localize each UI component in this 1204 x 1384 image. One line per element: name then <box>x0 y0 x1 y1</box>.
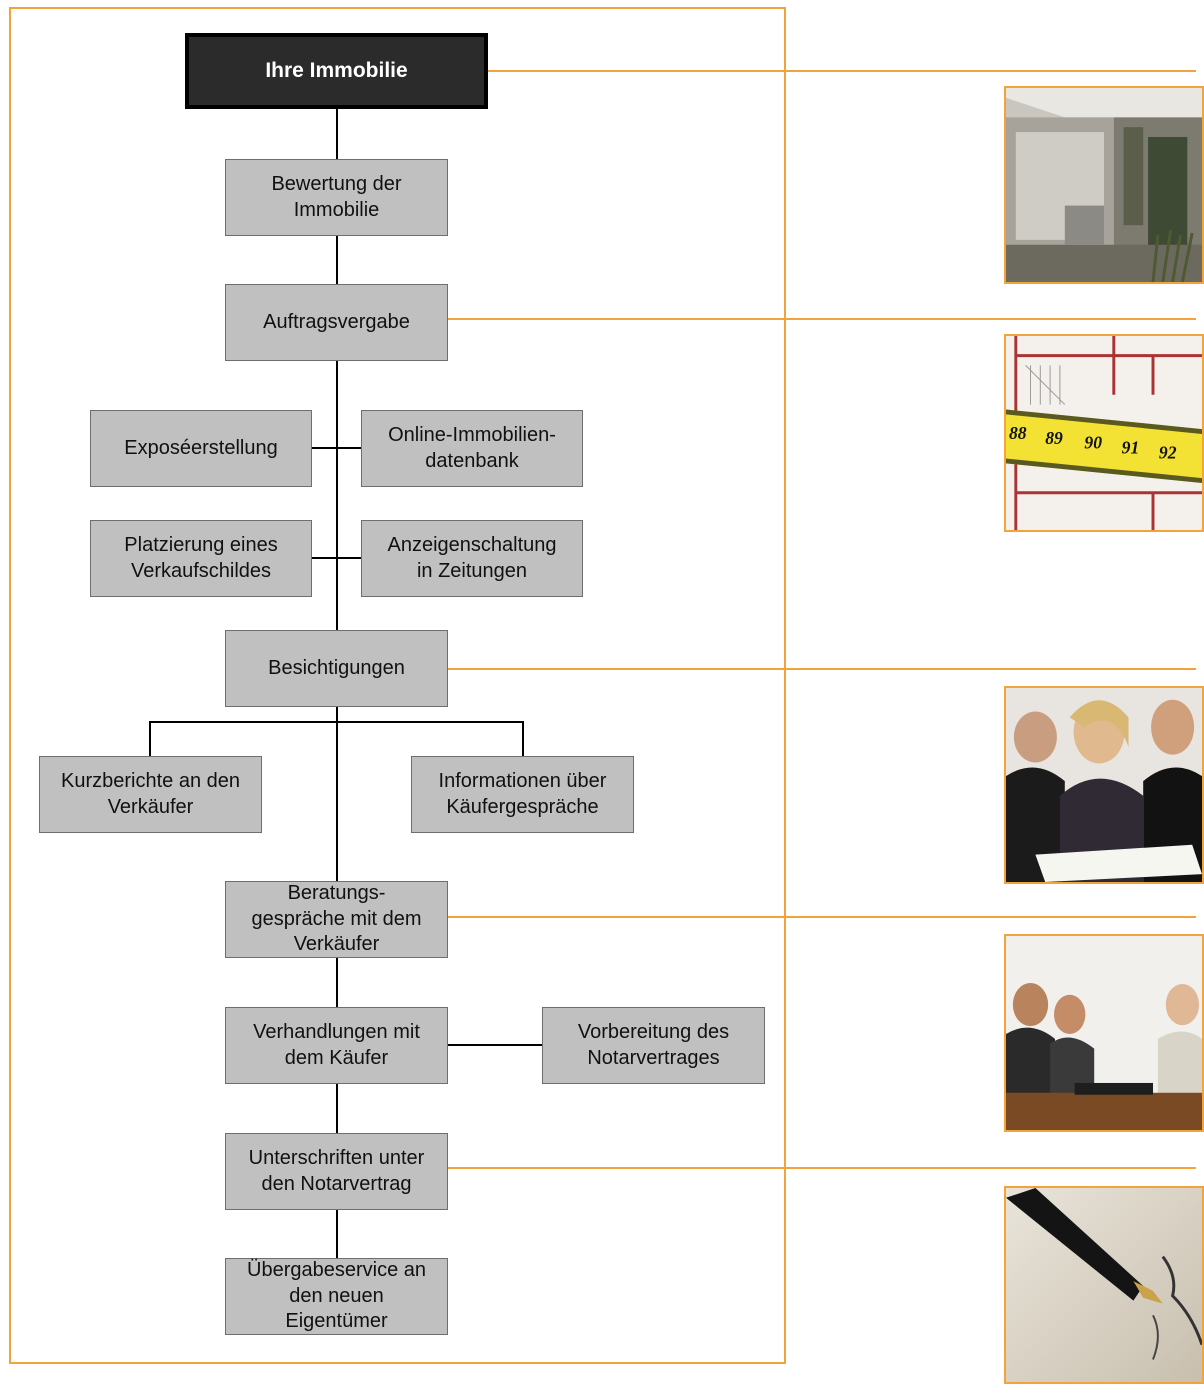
house-photo <box>1004 86 1204 284</box>
node-label: den neuen <box>289 1284 384 1307</box>
root-node: Ihre Immobilie <box>185 33 488 109</box>
node-label: Verkäufer <box>107 795 194 818</box>
node-label: Bewertung der <box>271 173 402 196</box>
node-label: Auftragsvergabe <box>263 310 410 333</box>
tape-number: 90 <box>1084 433 1102 453</box>
node-label: Käufergespräche <box>446 795 599 818</box>
connector-line <box>311 557 362 559</box>
node-label: Verkäufer <box>293 933 380 956</box>
connector-line <box>336 235 338 285</box>
business-meeting-photo <box>1004 934 1204 1132</box>
leader-line <box>447 916 1196 918</box>
connector-line <box>336 360 338 631</box>
signing-pen-photo <box>1004 1186 1204 1384</box>
people-reading-photo <box>1004 686 1204 884</box>
tape-number: 91 <box>1122 438 1140 458</box>
leader-line <box>487 70 1196 72</box>
connector-line <box>522 721 524 757</box>
node-label: Besichtigungen <box>268 656 405 679</box>
node-auftragsvergabe: Auftragsvergabe <box>225 284 448 361</box>
node-label: Beratungs- <box>287 882 386 905</box>
connector-line <box>311 447 362 449</box>
leader-line <box>447 318 1196 320</box>
node-label: Eigentümer <box>285 1310 388 1333</box>
node-label: Immobilie <box>293 198 380 221</box>
node-online: Online-Immobilien-datenbank <box>361 410 583 487</box>
connector-line <box>336 1209 338 1259</box>
node-besichtigungen: Besichtigungen <box>225 630 448 707</box>
node-label: datenbank <box>425 449 519 472</box>
node-label: Verkaufschildes <box>130 559 272 582</box>
node-label: Verhandlungen mit <box>253 1021 420 1044</box>
tape-number: 88 <box>1009 423 1027 443</box>
node-label: gespräche mit dem <box>251 907 422 930</box>
node-label: Notarvertrages <box>587 1046 720 1069</box>
node-expose: Exposéerstellung <box>90 410 312 487</box>
tape-number: 89 <box>1045 428 1063 448</box>
connector-line <box>149 721 151 757</box>
node-label: Platzierung eines <box>124 534 278 557</box>
node-label: Informationen über <box>438 770 607 793</box>
connector-line <box>336 108 338 160</box>
connector-line <box>336 706 338 882</box>
tape-number: 92 <box>1159 442 1177 462</box>
node-label: Anzeigenschaltung <box>387 534 557 557</box>
diagram-frame <box>9 7 786 1364</box>
leader-line <box>447 668 1196 670</box>
node-label: Online-Immobilien- <box>388 424 556 447</box>
node-label: in Zeitungen <box>416 559 528 582</box>
floorplan-tape-photo: 88 89 90 91 92 <box>1004 334 1204 532</box>
connector-line <box>336 1083 338 1134</box>
leader-line <box>447 1167 1196 1169</box>
connector-line <box>149 721 524 723</box>
node-label: Exposéerstellung <box>124 436 278 459</box>
root-label: Ihre Immobilie <box>265 58 408 82</box>
node-label: Unterschriften unter <box>248 1147 425 1170</box>
node-label: den Notarvertrag <box>261 1172 412 1195</box>
connector-line <box>336 957 338 1008</box>
node-label: Kurzberichte an den <box>60 770 240 793</box>
node-label: dem Käufer <box>284 1046 389 1069</box>
node-label: Vorbereitung des <box>577 1021 730 1044</box>
node-label: Übergabeservice an <box>247 1259 426 1282</box>
connector-line <box>447 1044 543 1046</box>
